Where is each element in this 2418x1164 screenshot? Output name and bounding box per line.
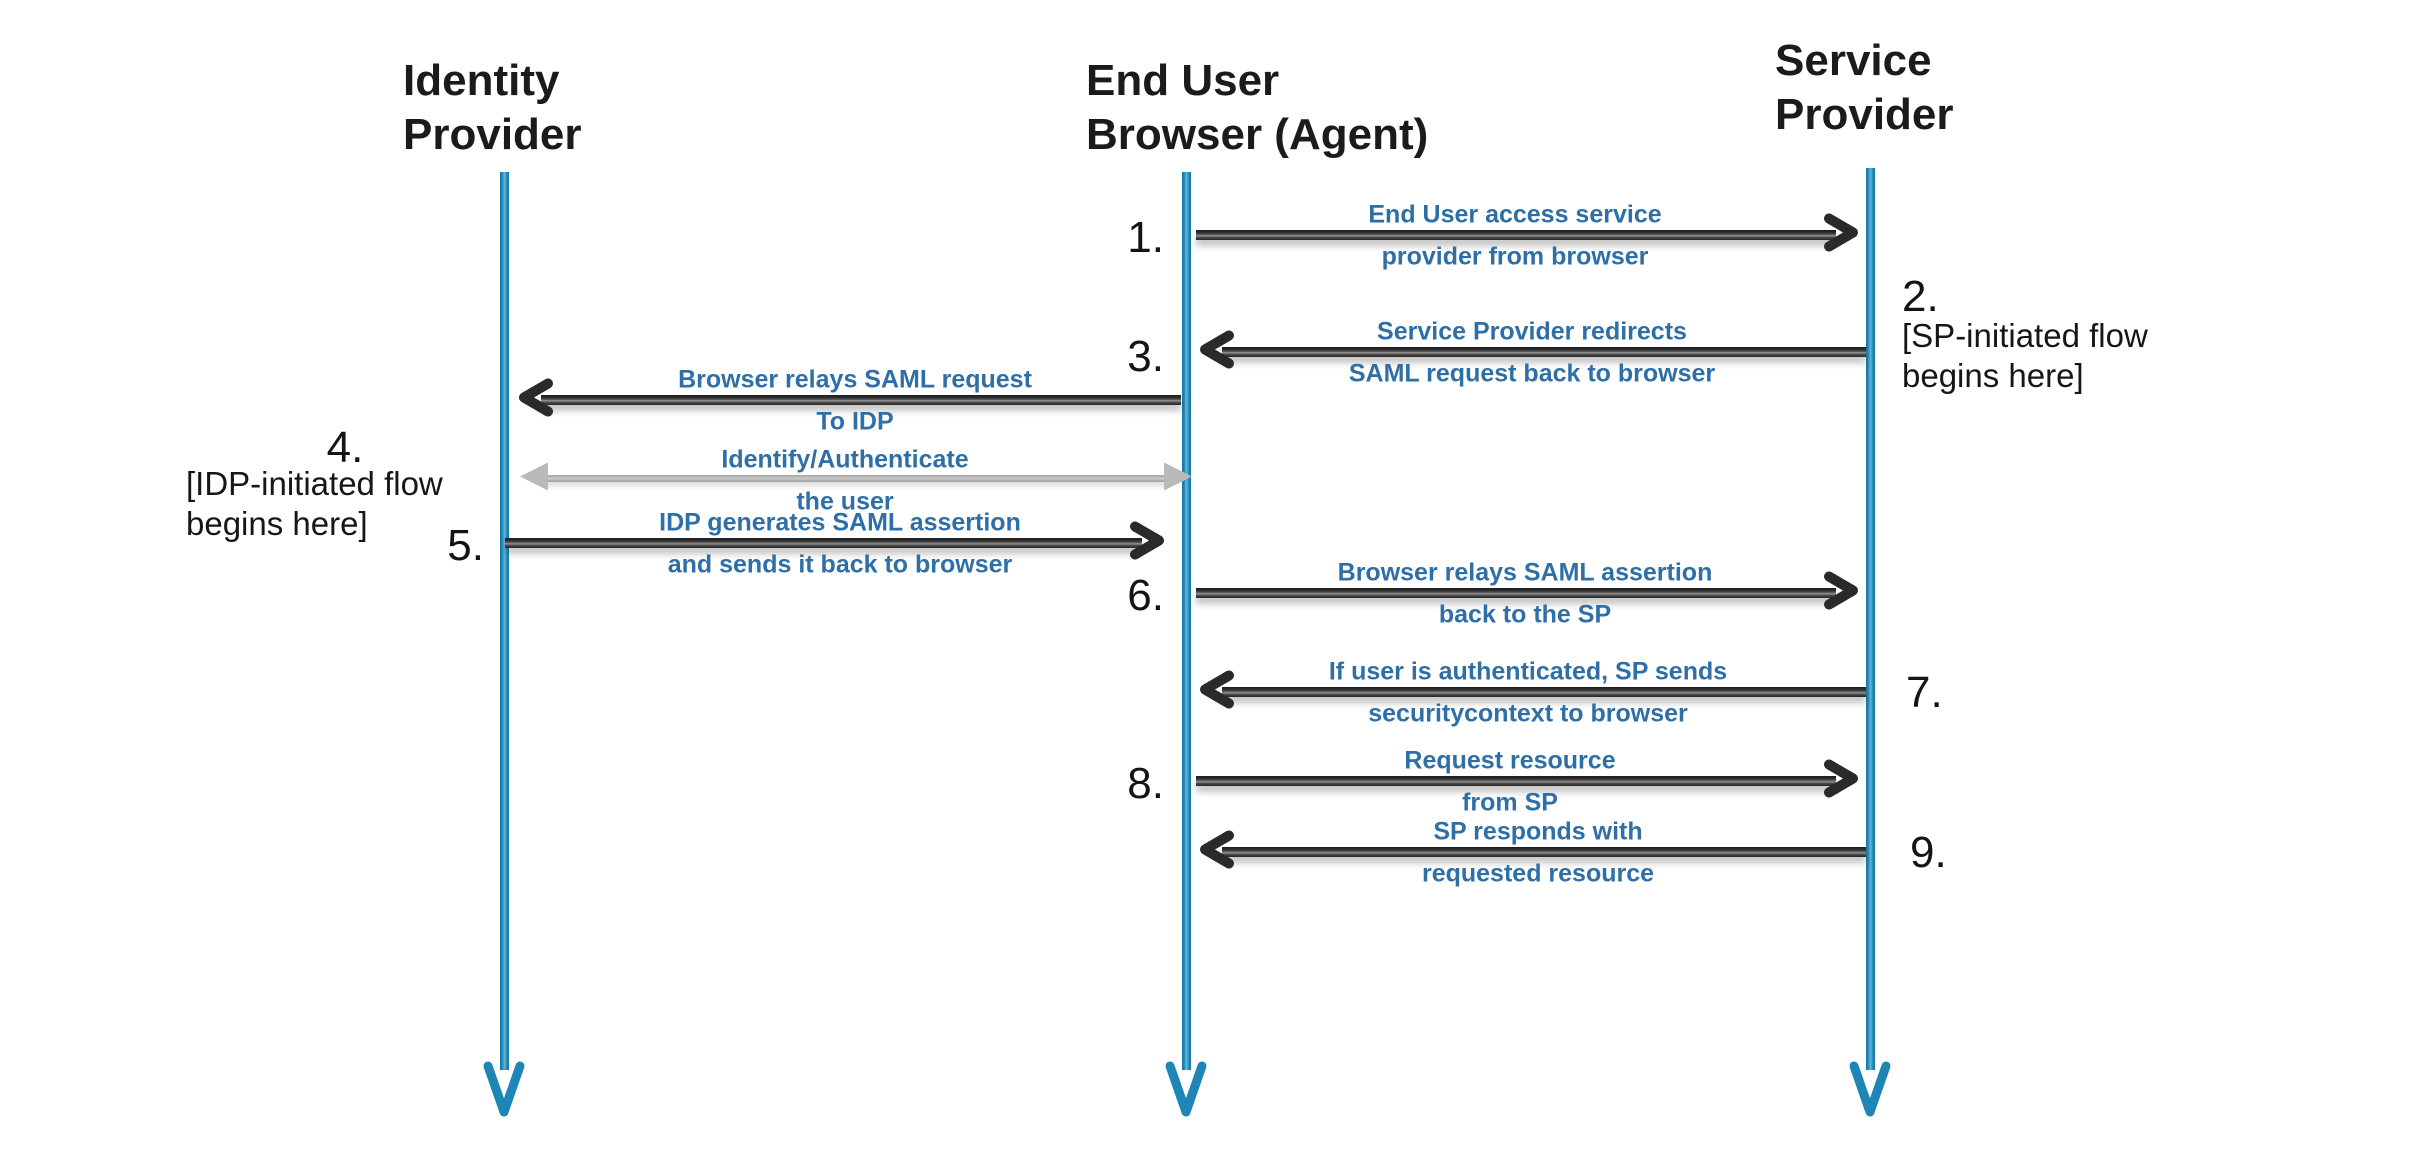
message-label-line: securitycontext to browser bbox=[1368, 699, 1688, 728]
message-arrow-3b bbox=[519, 378, 1181, 417]
arrowhead-right-icon bbox=[1822, 757, 1862, 806]
message-label-9: SP responds with requested resource bbox=[1421, 817, 1655, 888]
message-label-line: and sends it back to browser bbox=[667, 550, 1013, 579]
message-label-7: If user is authenticated, SP sends secur… bbox=[1328, 657, 1728, 728]
arrowhead-left-icon bbox=[1196, 328, 1236, 377]
message-arrow-3 bbox=[1200, 330, 1866, 369]
actor-label-line: Provider bbox=[403, 110, 582, 159]
message-label-line: IDP generates SAML assertion bbox=[659, 508, 1021, 537]
step-number-5: 5. bbox=[447, 521, 484, 570]
message-label-line: Service Provider redirects bbox=[1377, 317, 1687, 346]
step-number-1: 1. bbox=[1127, 213, 1164, 262]
arrowhead-left-icon bbox=[1196, 828, 1236, 877]
message-arrow-7 bbox=[1200, 670, 1866, 709]
arrowhead-left-icon bbox=[515, 376, 555, 425]
message-label-line: SAML request back to browser bbox=[1348, 359, 1716, 388]
actor-label-line: Identity bbox=[403, 56, 560, 105]
actor-label-end-user-browser: End User Browser (Agent) bbox=[1086, 54, 1428, 162]
arrowhead-right-icon bbox=[1822, 211, 1862, 260]
message-label-6: Browser relays SAML assertion back to th… bbox=[1337, 558, 1713, 629]
lifeline-arrowhead-icon bbox=[1164, 1058, 1208, 1122]
lifeline-arrowhead-icon bbox=[1848, 1058, 1892, 1122]
flow-note-line: begins here] bbox=[1902, 357, 2084, 394]
message-label-5: IDP generates SAML assertion and sends i… bbox=[659, 508, 1021, 579]
message-label-3: Service Provider redirects SAML request … bbox=[1348, 317, 1716, 388]
message-arrow-6 bbox=[1196, 571, 1858, 610]
step-number-4: 4. bbox=[326, 423, 364, 472]
actor-label-line: End User bbox=[1086, 56, 1280, 105]
message-label-identify-authenticate: Identify/Authenticate the user bbox=[721, 445, 969, 516]
arrowhead-left-icon bbox=[1196, 668, 1236, 717]
message-arrow-5 bbox=[505, 521, 1164, 560]
actor-label-line: Browser (Agent) bbox=[1086, 110, 1429, 159]
message-arrow-1 bbox=[1196, 213, 1858, 252]
arrowhead-left-icon bbox=[515, 458, 551, 499]
message-arrow-8 bbox=[1196, 759, 1858, 798]
actor-label-line: Provider bbox=[1775, 90, 1954, 139]
sp-initiated-flow-note: [SP-initiated flow begins here] bbox=[1902, 316, 2148, 396]
arrowhead-right-icon bbox=[1822, 569, 1862, 618]
message-label-line: from SP bbox=[1462, 788, 1558, 817]
message-label-line: Request resource bbox=[1404, 746, 1616, 775]
message-label-1: End User access service provider from br… bbox=[1368, 200, 1662, 271]
step-number-7: 7. bbox=[1906, 668, 1943, 717]
message-arrow-identify-authenticate bbox=[520, 462, 1192, 490]
flow-note-line: begins here] bbox=[186, 505, 368, 542]
actor-label-identity-provider: Identity Provider bbox=[403, 54, 582, 162]
flow-note-line: [IDP-initiated flow bbox=[186, 465, 443, 502]
message-label-line: provider from browser bbox=[1381, 242, 1649, 271]
message-label-line: Browser relays SAML request bbox=[678, 365, 1032, 394]
message-label-line: back to the SP bbox=[1438, 600, 1612, 629]
actor-label-line: Service bbox=[1775, 36, 1932, 85]
message-label-line: If user is authenticated, SP sends bbox=[1328, 657, 1728, 686]
actor-label-service-provider: Service Provider bbox=[1775, 34, 1954, 142]
arrowhead-right-icon bbox=[1128, 519, 1168, 568]
message-arrow-9 bbox=[1200, 830, 1866, 869]
step-number-9: 9. bbox=[1910, 828, 1947, 877]
lifeline-service-provider bbox=[1866, 168, 1875, 1070]
message-label-line: the user bbox=[796, 487, 894, 516]
message-label-line: To IDP bbox=[816, 407, 894, 436]
message-label-8: Request resource from SP bbox=[1404, 746, 1616, 817]
message-label-line: Browser relays SAML assertion bbox=[1337, 558, 1713, 587]
lifeline-end-user-browser bbox=[1182, 172, 1191, 1070]
message-label-line: SP responds with bbox=[1433, 817, 1643, 846]
idp-initiated-flow-note: [IDP-initiated flow begins here] bbox=[186, 464, 443, 544]
step-number-6: 6. bbox=[1127, 571, 1164, 620]
message-label-line: Identify/Authenticate bbox=[721, 445, 969, 474]
flow-note-line: [SP-initiated flow bbox=[1902, 317, 2148, 354]
lifeline-identity-provider bbox=[500, 172, 509, 1070]
step-number-3: 3. bbox=[1127, 332, 1164, 381]
message-label-line: End User access service bbox=[1368, 200, 1662, 229]
message-label-line: requested resource bbox=[1421, 859, 1655, 888]
lifeline-arrowhead-icon bbox=[482, 1058, 526, 1122]
step-number-2: 2. bbox=[1902, 272, 1939, 321]
arrowhead-right-icon bbox=[1161, 458, 1197, 499]
message-label-3b: Browser relays SAML request To IDP bbox=[678, 365, 1032, 436]
step-number-8: 8. bbox=[1127, 759, 1164, 808]
